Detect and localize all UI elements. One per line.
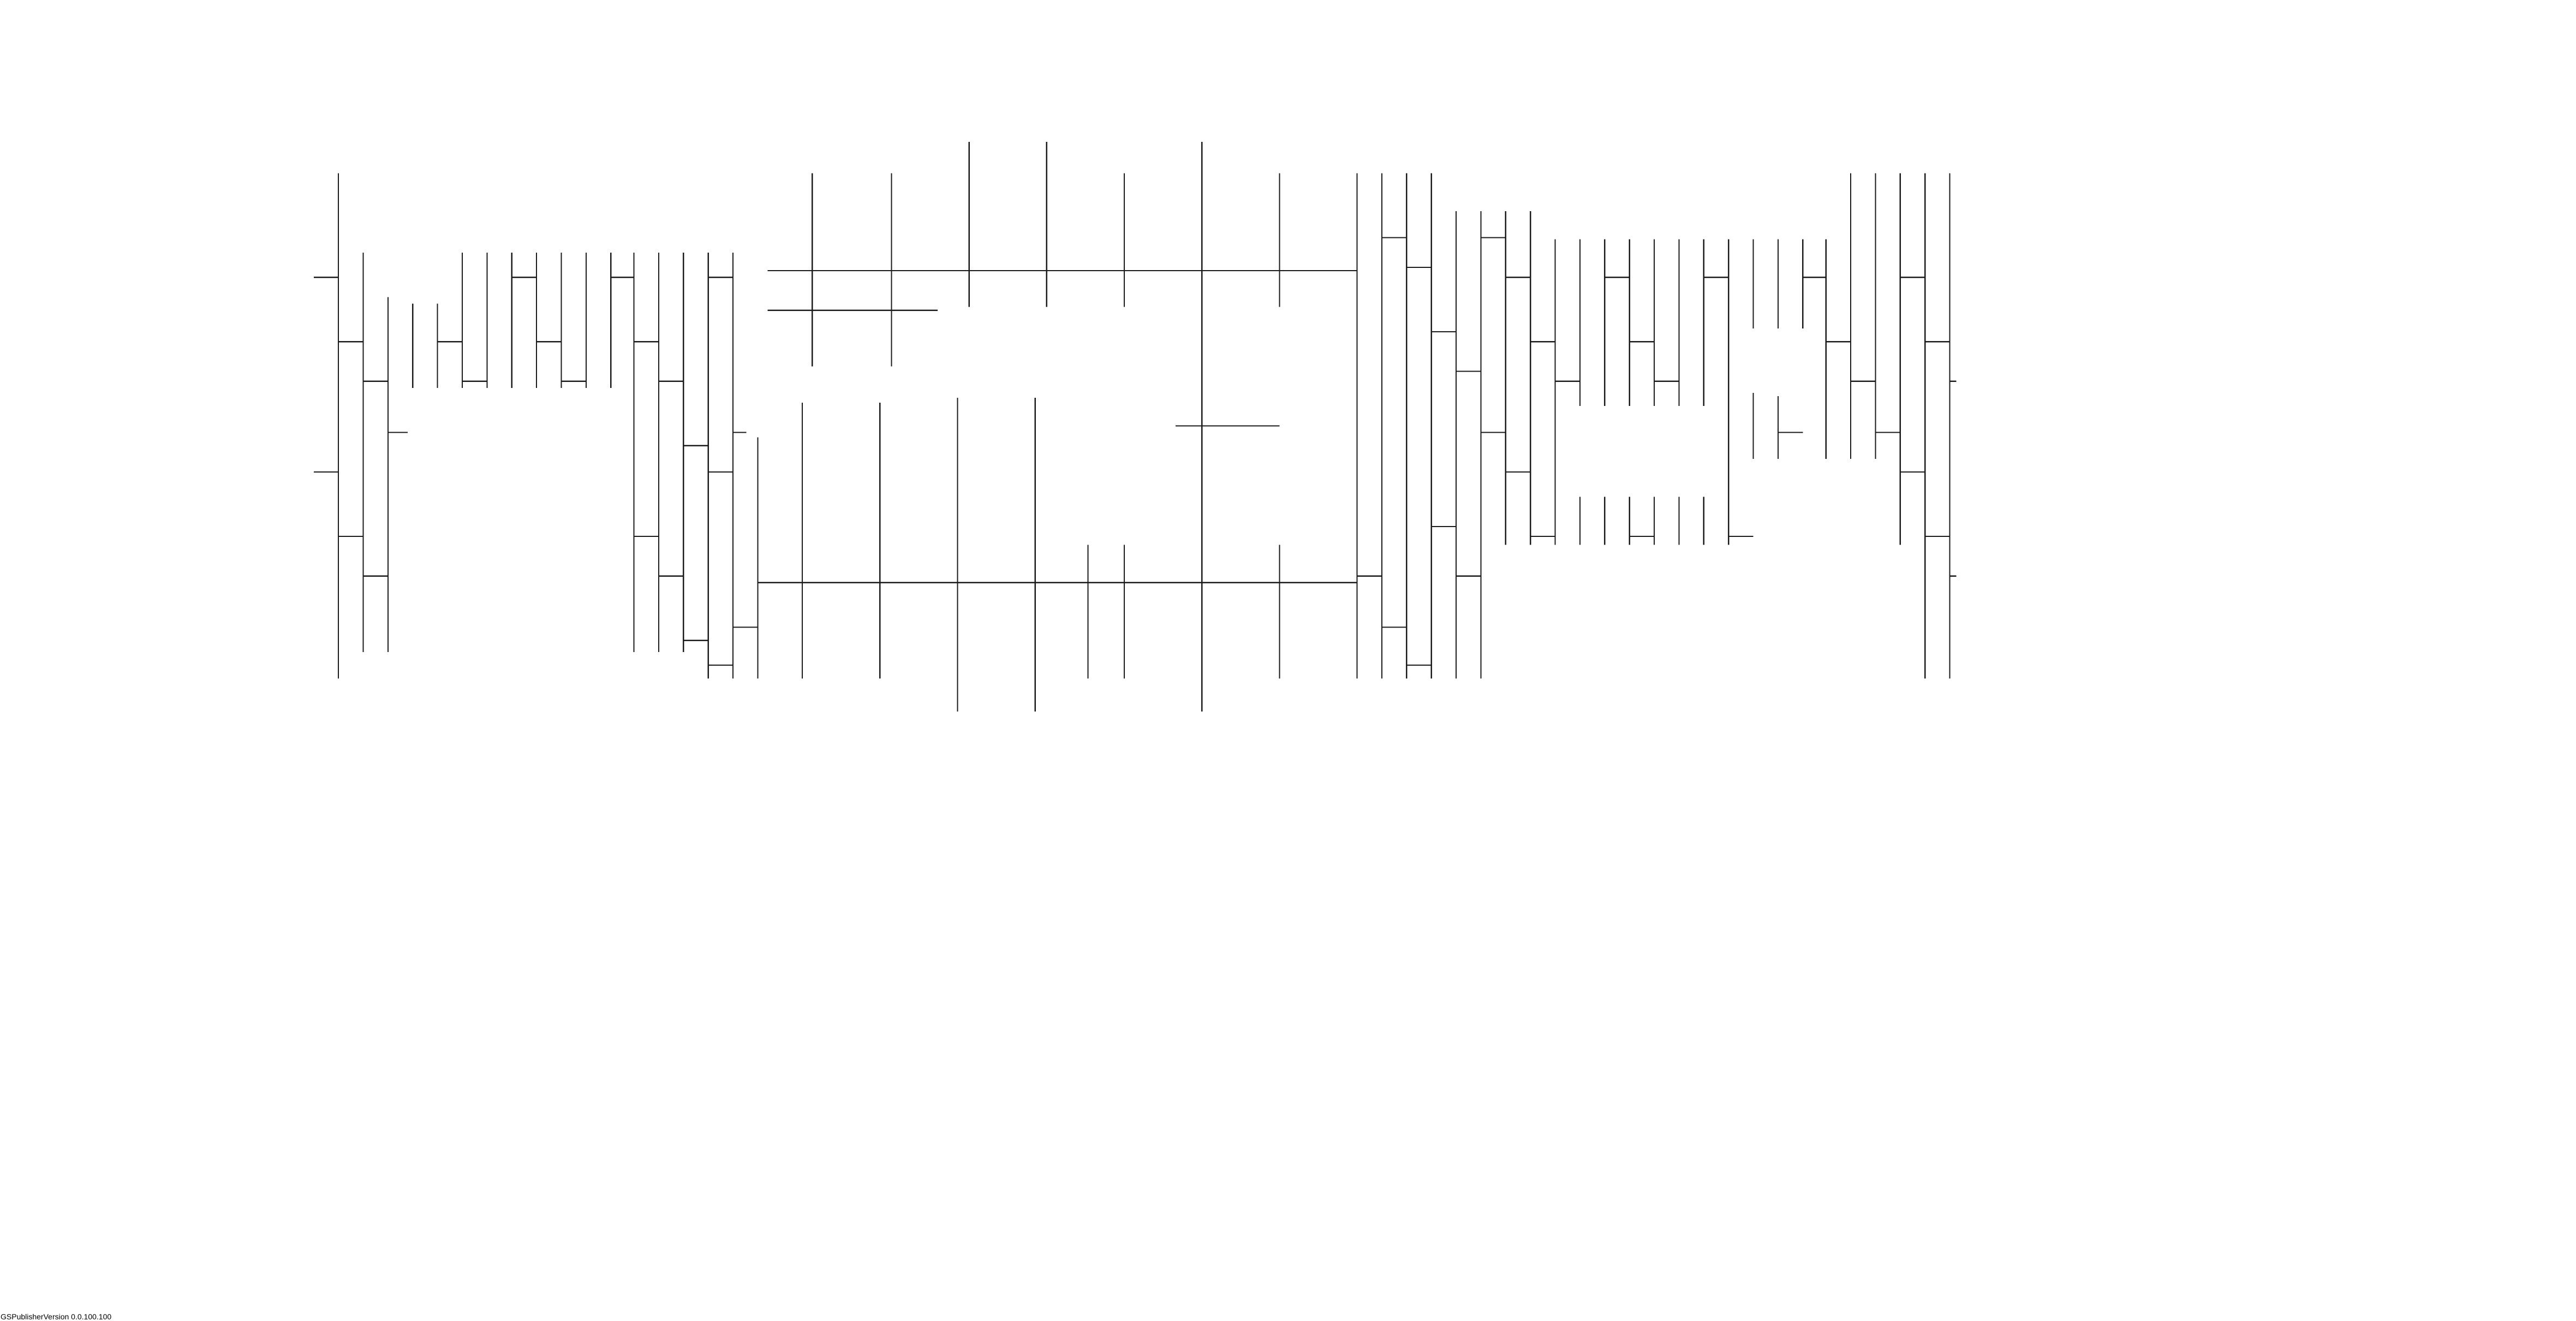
tree-edges (313, 142, 1957, 712)
publisher-version-label: GSPublisherVersion 0.0.100.100 (1, 1312, 112, 1321)
